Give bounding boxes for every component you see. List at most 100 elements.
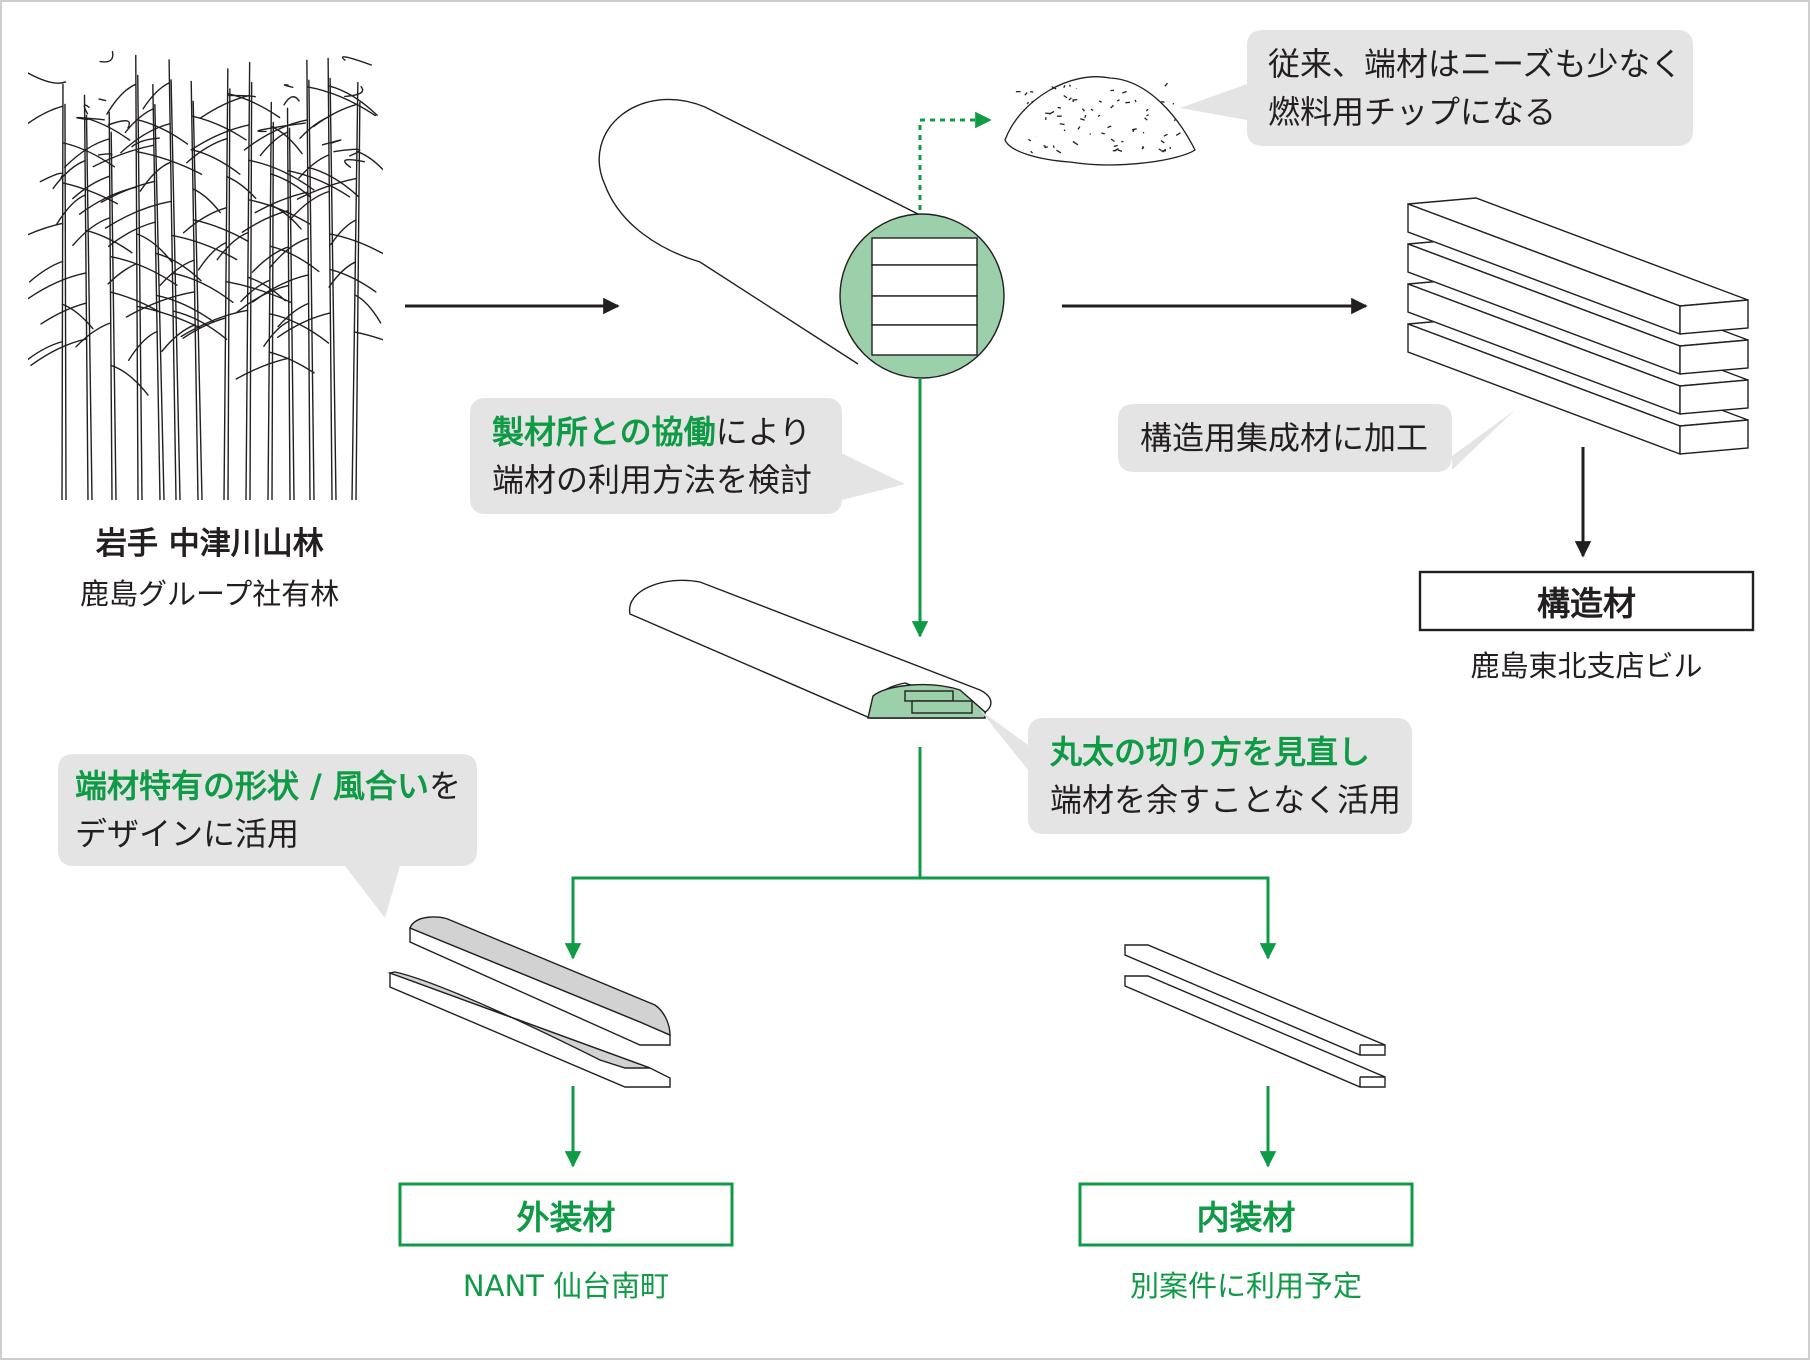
tree-branch: [104, 200, 173, 229]
wood-chip: [1028, 138, 1032, 142]
design-text-line2: デザインに活用: [75, 815, 300, 853]
wood-chip: [1169, 146, 1172, 150]
sawmill-text-line2: 端材の利用方法を検討: [492, 461, 813, 499]
tree-branch: [247, 276, 286, 302]
tree-branch: [192, 188, 221, 214]
wood-chip: [1056, 149, 1062, 154]
wood-chip: [1175, 132, 1181, 137]
tree-branch: [269, 237, 309, 269]
wood-chip: [1158, 148, 1162, 152]
tree-branch: [257, 122, 306, 133]
forest-owner: 鹿島グループ社有林: [80, 577, 340, 611]
tree-branch: [277, 302, 310, 328]
wood-chip: [1144, 117, 1148, 121]
tree-branch: [139, 161, 172, 192]
tree-branch: [180, 309, 249, 338]
tree-branch: [171, 234, 238, 261]
wood-chip: [1084, 114, 1087, 119]
wood-chip: [1026, 101, 1030, 105]
cutting-text-line2: 端材を余すことなく活用: [1050, 781, 1402, 819]
wood-chip: [1024, 92, 1028, 96]
tree-branch: [124, 108, 154, 134]
tree-branch: [287, 169, 351, 198]
wood-chip: [1146, 114, 1149, 117]
wood-chips-illustration: [1004, 76, 1196, 166]
wood-chip: [1131, 128, 1137, 131]
exterior-box: [398, 1182, 734, 1247]
wood-chip: [1162, 148, 1167, 153]
wood-chip: [1051, 86, 1057, 90]
wood-chip: [1063, 85, 1066, 88]
wood-chip: [1132, 129, 1135, 133]
wood-chip: [1163, 133, 1168, 137]
tree-trunk: [190, 80, 199, 500]
sawmill-text-line1: 製材所との協働により: [492, 408, 811, 456]
tree-branch: [171, 272, 234, 303]
cutting-text-line1: 丸太の切り方を見直し: [1050, 733, 1371, 771]
wood-chip: [1048, 110, 1055, 115]
wood-chip: [1073, 141, 1079, 146]
tree-trunk: [152, 83, 161, 500]
tree-branch: [127, 330, 158, 362]
arrow-slab-to-interior: [920, 876, 1277, 960]
tree-branch: [240, 279, 271, 303]
wood-chip: [1052, 145, 1055, 149]
tree-branch: [125, 291, 196, 318]
tree-branch: [28, 272, 87, 300]
tree-branch: [269, 245, 320, 273]
exterior-building: NANT 仙台南町: [462, 1269, 670, 1303]
bubble-glulam: [1118, 404, 1515, 472]
wood-chip: [1161, 100, 1165, 103]
tree-branch: [28, 72, 67, 84]
wood-chip: [1098, 100, 1102, 103]
tree-branch: [191, 115, 247, 141]
tree-branch: [62, 142, 116, 168]
tree-branch: [191, 149, 241, 175]
tree-branch: [135, 118, 189, 145]
structural-label: 構造材: [1537, 584, 1636, 623]
glulam-board-end: [1679, 419, 1749, 455]
chips-outline: [1004, 76, 1196, 166]
tree-branch: [83, 104, 90, 115]
design-text-line1: 端材特有の形状 / 風合いを: [75, 762, 461, 810]
tree-branch: [56, 194, 87, 225]
tree-branch: [328, 233, 383, 255]
tree-trunk: [355, 101, 361, 500]
tree-branch: [226, 175, 257, 199]
wood-chip: [1090, 108, 1094, 112]
tree-trunk: [271, 121, 275, 500]
wood-chip: [1116, 99, 1120, 102]
wood-chip: [1097, 114, 1101, 117]
tree-trunk: [227, 88, 231, 500]
tree-branch: [84, 229, 133, 254]
tree-branch: [298, 154, 330, 179]
tree-branch: [40, 302, 87, 325]
tree-trunk: [306, 59, 311, 500]
interior-box: [1078, 1182, 1414, 1247]
tree-branch: [283, 84, 294, 88]
arrow-log-to-chips: [918, 111, 992, 210]
tree-trunk: [61, 83, 64, 500]
wood-chip: [1077, 126, 1081, 130]
tree-branch: [172, 310, 228, 341]
tree-branch: [110, 364, 149, 396]
tree-branch: [28, 340, 64, 361]
tree-branch: [227, 94, 256, 98]
tree-branch: [226, 92, 281, 119]
bubble-chips: [1180, 30, 1693, 146]
tree-branch: [131, 137, 160, 148]
wood-chip: [1059, 123, 1065, 126]
wood-chip: [1121, 140, 1124, 143]
tree-branch: [199, 94, 251, 119]
speech-bubbles: [58, 30, 1693, 918]
wood-chip: [1110, 138, 1115, 143]
interior-building: 別案件に利用予定: [1129, 1269, 1362, 1303]
tree-branch: [97, 153, 113, 157]
tree-branch: [107, 120, 130, 129]
tree-branch: [28, 222, 64, 236]
tree-branch: [182, 317, 227, 339]
tree-trunk: [286, 107, 291, 500]
exterior-pieces-illustration: [387, 916, 671, 1088]
tree-branch: [63, 138, 111, 168]
